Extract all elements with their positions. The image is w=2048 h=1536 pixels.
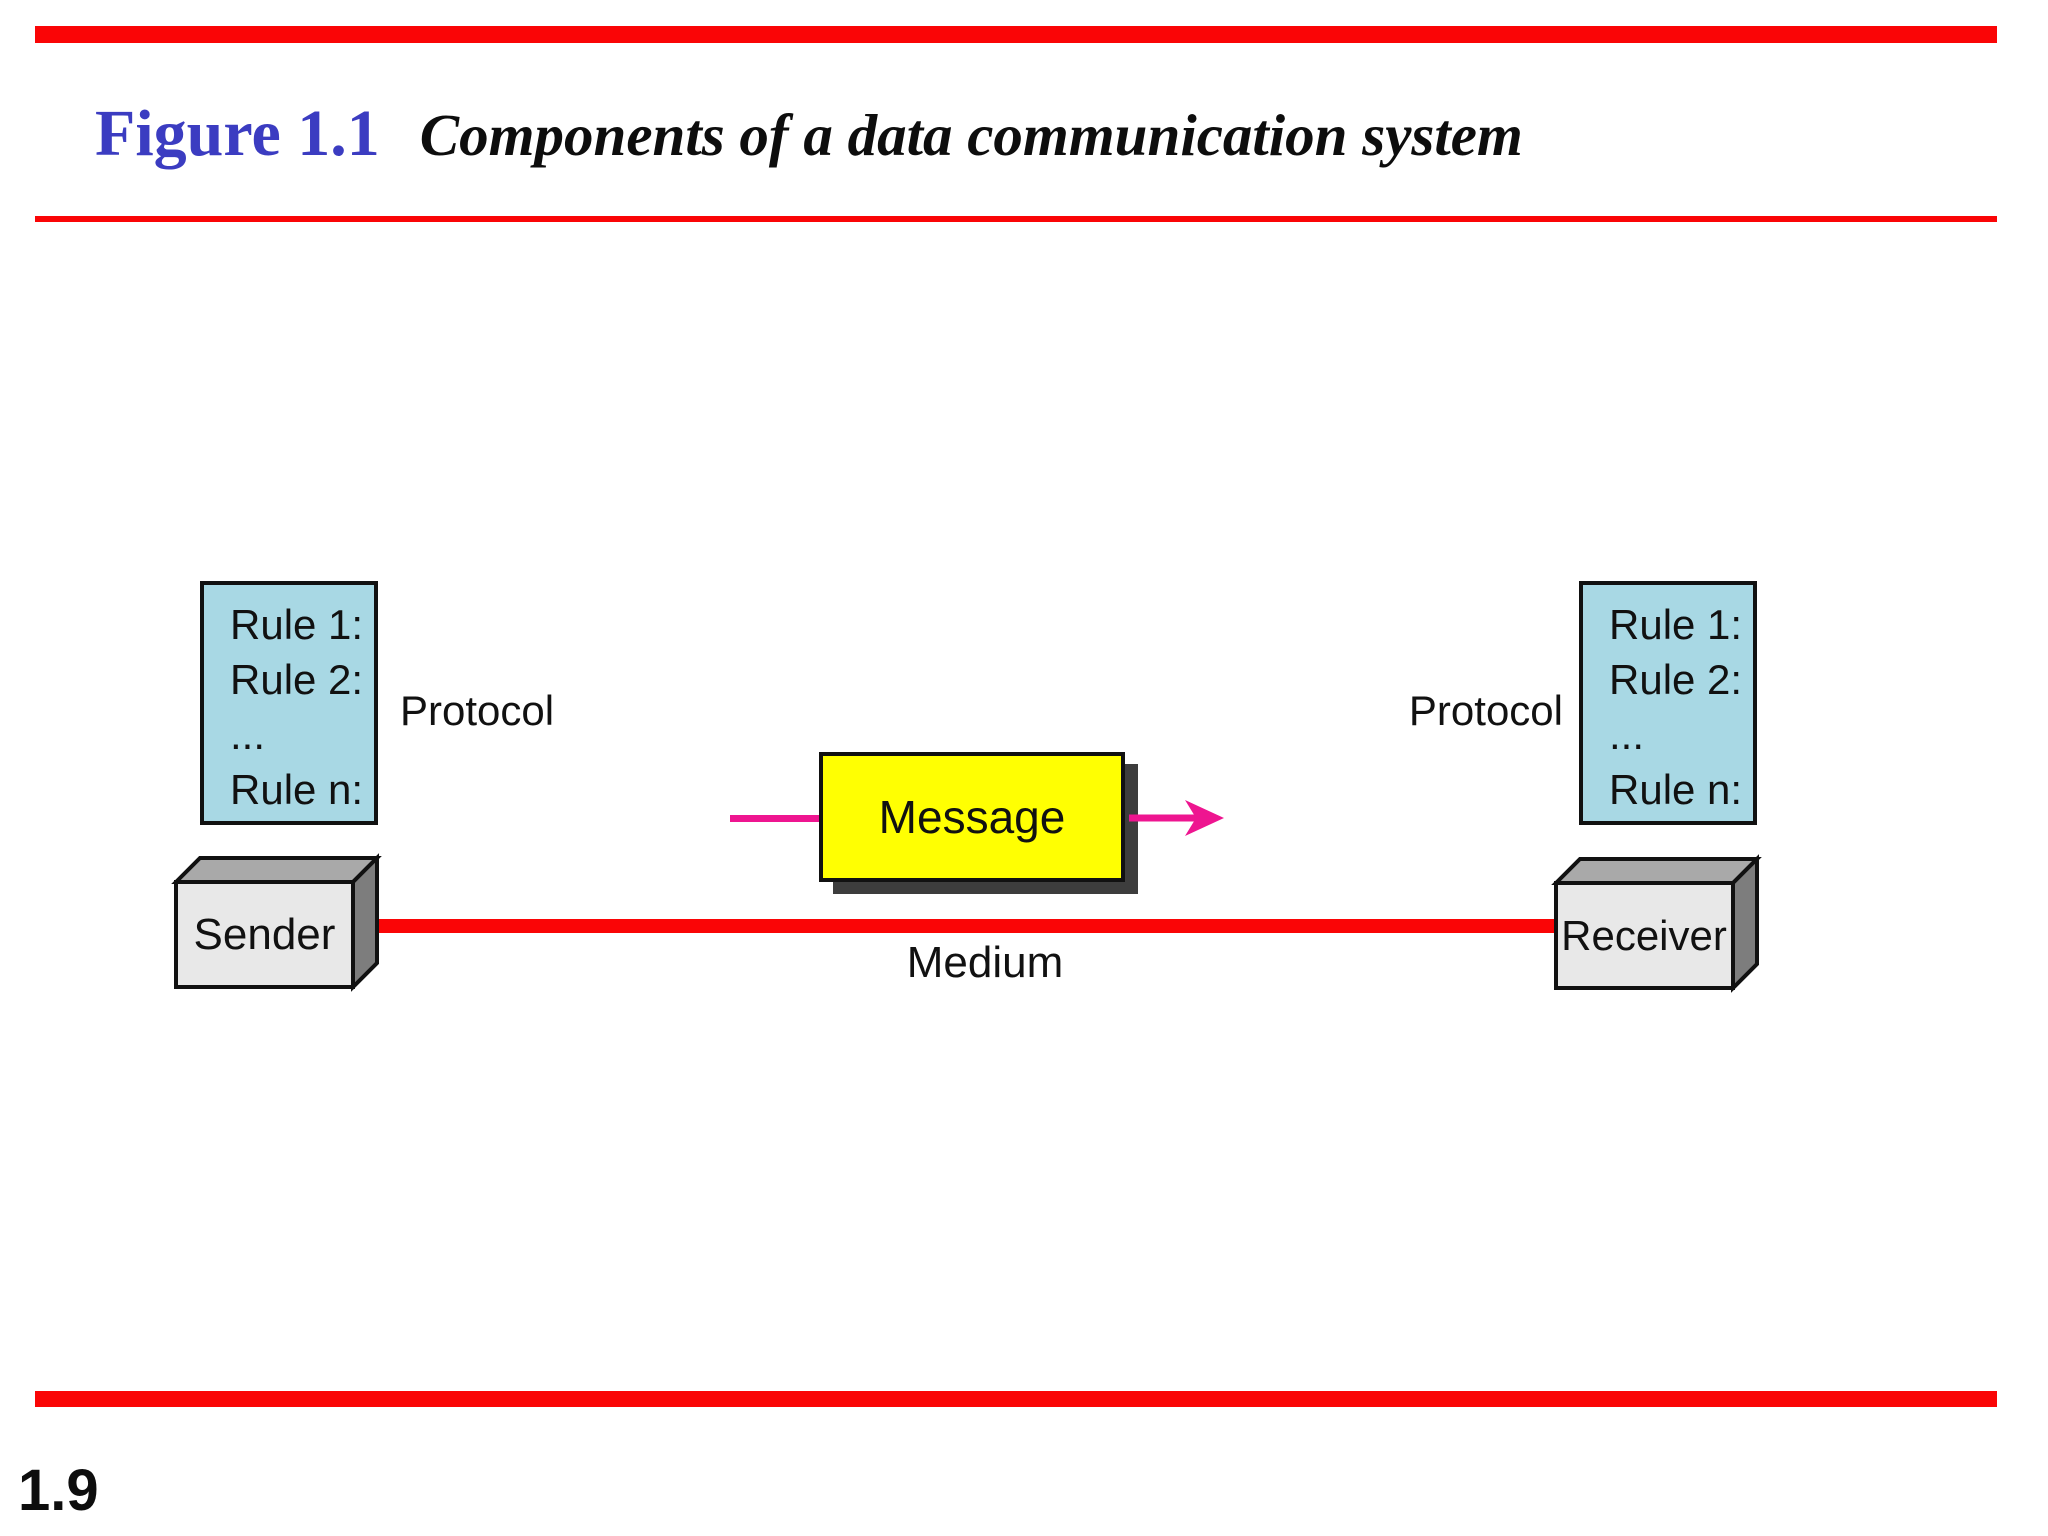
message-label: Message (878, 791, 1066, 843)
top-red-bar (35, 26, 1997, 43)
protocol-rules-box-right: Rule 1: Rule 2: ... Rule n: (1579, 581, 1757, 825)
rule-line: Rule n: (230, 766, 364, 813)
medium-link-line (362, 919, 1558, 933)
rule-line: Rule 2: (230, 656, 364, 703)
rule-line: ... (230, 711, 266, 758)
figure-number-label: Figure 1.1 (95, 97, 380, 170)
sender-box-3d (171, 853, 382, 992)
message-box: Message (819, 752, 1125, 882)
bottom-red-bar (35, 1391, 1997, 1407)
rule-line: Rule 2: (1609, 656, 1743, 703)
rule-line: Rule 1: (230, 601, 364, 648)
rule-line: ... (1609, 711, 1645, 758)
figure-caption: Components of a data communication syste… (419, 102, 1523, 168)
protocol-label-left: Protocol (400, 687, 555, 734)
message-arrow-out-icon (1129, 800, 1224, 836)
sender-label: Sender (193, 910, 336, 959)
protocol-label-right: Protocol (1408, 687, 1563, 734)
page-number: 1.9 (18, 1458, 99, 1523)
receiver-label: Receiver (1561, 912, 1727, 959)
rule-line: Rule n: (1609, 766, 1743, 813)
message-arrow-in-line (730, 815, 819, 822)
rule-line: Rule 1: (1609, 601, 1743, 648)
protocol-rules-box-left: Rule 1: Rule 2: ... Rule n: (200, 581, 378, 825)
receiver-box-3d (1551, 854, 1762, 993)
title-underline-rule (35, 216, 1997, 222)
medium-label: Medium (906, 938, 1064, 987)
title-row: Figure 1.1 Components of a data communic… (95, 97, 1523, 171)
